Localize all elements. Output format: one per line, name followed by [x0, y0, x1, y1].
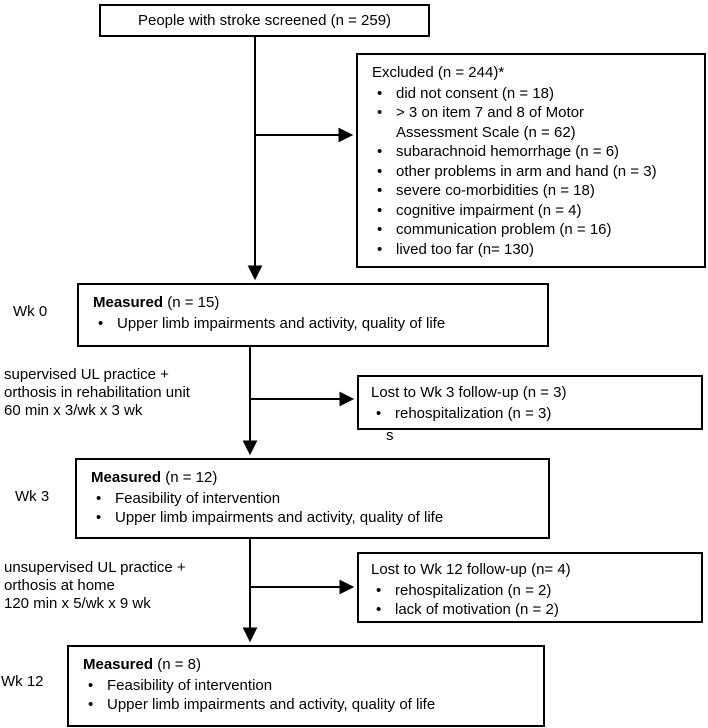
- list-item: rehospitalization (n = 2): [371, 581, 693, 601]
- measured-wk12-box: Measured (n = 8) Feasibility of interven…: [67, 645, 545, 727]
- list-item-text: subarachnoid hemorrhage (n = 6): [396, 143, 620, 160]
- list-item-text: > 3 on item 7 and 8 of Motor Assessment …: [396, 104, 585, 141]
- measured-wk3-list: Feasibility of intervention Upper limb i…: [91, 489, 538, 528]
- list-item: Upper limb impairments and activity, qua…: [93, 314, 537, 334]
- timepoint-label-wk12: Wk 12: [1, 673, 44, 690]
- lost-wk3-list: rehospitalization (n = 3): [371, 404, 693, 424]
- list-item-text: did not consent (n = 18): [396, 84, 555, 102]
- list-item-text: Feasibility of intervention: [107, 676, 273, 694]
- measured-wk12-title: Measured (n = 8): [83, 655, 533, 675]
- excluded-title: Excluded (n = 244)*: [372, 64, 505, 81]
- stray-character: s: [386, 427, 394, 444]
- measured-wk0-title: Measured (n = 15): [93, 293, 537, 313]
- list-item-text: lack of motivation (n = 2): [395, 601, 559, 618]
- timepoint-label-wk0: Wk 0: [13, 303, 48, 320]
- list-item: other problems in arm and hand (n = 3): [372, 162, 694, 182]
- measured-wk12-title-rest: (n = 8): [153, 656, 201, 673]
- list-item: did not consent (n = 18): [372, 84, 694, 104]
- lost-wk3-box: Lost to Wk 3 follow-up (n = 3) rehospita…: [357, 375, 703, 430]
- phase2-annotation: unsupervised UL practice + orthosis at h…: [4, 559, 186, 612]
- measured-wk0-box: Measured (n = 15) Upper limb impairments…: [77, 283, 549, 347]
- list-item-text: cognitive impairment (n = 4): [396, 201, 582, 219]
- measured-wk3-title-rest: (n = 12): [161, 469, 218, 486]
- timepoint-label-wk3: Wk 3: [15, 488, 50, 505]
- lost-wk12-list: rehospitalization (n = 2) lack of motiva…: [371, 581, 693, 620]
- lost-wk12-title: Lost to Wk 12 follow-up (n= 4): [371, 561, 571, 578]
- list-item: lack of motivation (n = 2): [371, 600, 693, 620]
- list-item-text: Upper limb impairments and activity, qua…: [115, 509, 444, 526]
- measured-wk3-title-bold: Measured: [91, 469, 162, 486]
- measured-wk0-list: Upper limb impairments and activity, qua…: [93, 314, 537, 334]
- measured-wk0-title-bold: Measured: [93, 294, 164, 311]
- list-item: Feasibility of intervention: [83, 676, 533, 696]
- list-item-text: Upper limb impairments and activity, qua…: [117, 314, 446, 332]
- list-item: lived too far (n= 130): [372, 240, 694, 260]
- list-item-text: rehospitalization (n = 2): [395, 581, 552, 599]
- list-item-text: lived too far (n= 130): [396, 240, 534, 258]
- measured-wk3-box: Measured (n = 12) Feasibility of interve…: [75, 458, 550, 539]
- phase1-annotation: supervised UL practice + orthosis in reh…: [4, 366, 190, 419]
- measured-wk3-title: Measured (n = 12): [91, 468, 538, 488]
- screened-text: People with stroke screened (n = 259): [137, 11, 392, 29]
- list-item: Upper limb impairments and activity, qua…: [83, 695, 533, 715]
- list-item: cognitive impairment (n = 4): [372, 201, 694, 221]
- screened-box: People with stroke screened (n = 259): [99, 4, 430, 37]
- list-item: Feasibility of intervention: [91, 489, 538, 509]
- list-item-text: other problems in arm and hand (n = 3): [396, 162, 657, 180]
- list-item: > 3 on item 7 and 8 of Motor Assessment …: [372, 103, 652, 142]
- list-item: rehospitalization (n = 3): [371, 404, 693, 424]
- lost-wk3-title: Lost to Wk 3 follow-up (n = 3): [371, 384, 567, 401]
- lost-wk12-box: Lost to Wk 12 follow-up (n= 4) rehospita…: [357, 552, 703, 623]
- list-item: severe co-morbidities (n = 18): [372, 181, 694, 201]
- measured-wk12-title-bold: Measured: [83, 656, 154, 673]
- list-item: Upper limb impairments and activity, qua…: [91, 508, 538, 528]
- list-item-text: rehospitalization (n = 3): [395, 404, 552, 422]
- excluded-list: did not consent (n = 18) > 3 on item 7 a…: [372, 84, 694, 260]
- list-item: subarachnoid hemorrhage (n = 6): [372, 142, 694, 162]
- excluded-box: Excluded (n = 244)* did not consent (n =…: [356, 53, 706, 268]
- list-item-text: severe co-morbidities (n = 18): [396, 182, 595, 199]
- list-item-text: communication problem (n = 16): [396, 221, 612, 238]
- measured-wk0-title-rest: (n = 15): [163, 294, 220, 311]
- measured-wk12-list: Feasibility of intervention Upper limb i…: [83, 676, 533, 715]
- list-item: communication problem (n = 16): [372, 220, 694, 240]
- list-item-text: Upper limb impairments and activity, qua…: [107, 696, 436, 713]
- list-item-text: Feasibility of intervention: [115, 489, 281, 507]
